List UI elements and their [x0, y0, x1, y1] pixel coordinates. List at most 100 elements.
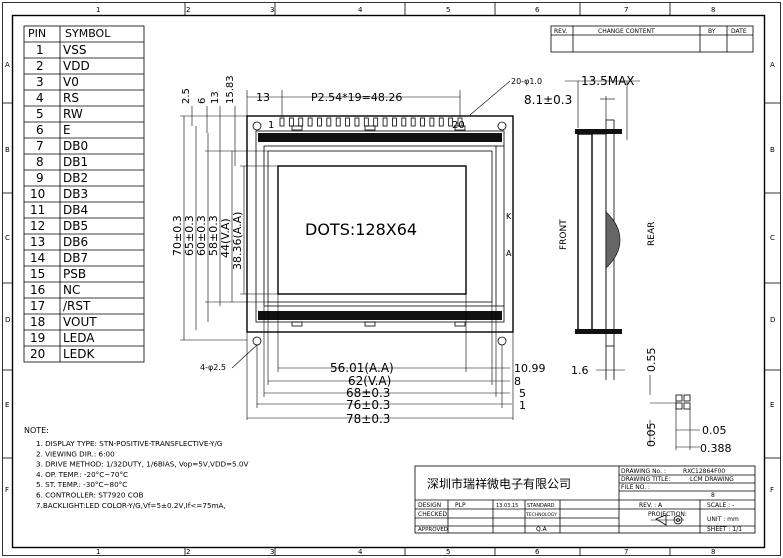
- col-label: 1: [96, 6, 100, 14]
- side-k-label: K: [506, 212, 512, 221]
- dim-60: 60±0.3: [195, 215, 208, 256]
- col-label: 6: [535, 6, 540, 14]
- dim-10-99: 10.99: [514, 362, 546, 375]
- pin-number: 19: [30, 331, 45, 345]
- frame-inner: [267, 150, 493, 303]
- note-item: 4. OP. TEMP.: -20°C~70°C: [36, 470, 128, 479]
- row-label: F: [5, 486, 9, 494]
- note-item: 6. CONTROLLER: ST7920 COB: [36, 491, 143, 500]
- pin-hole-note: 20-φ1.0: [511, 77, 542, 86]
- sheet-label: SHEET : 1/1: [707, 526, 742, 533]
- pin-number: 16: [30, 283, 45, 297]
- pin-symbol: V0: [63, 75, 79, 89]
- checked-label: CHECKED: [418, 511, 447, 518]
- dim-38: 38.36(A.A): [231, 212, 244, 270]
- dim-top-left: 13: [256, 91, 270, 104]
- col-label: 4: [358, 548, 363, 556]
- pin-number: 13: [30, 235, 45, 249]
- vertical-dims-top: 2.5 6 13 15.83: [181, 75, 236, 166]
- pin-symbol: DB3: [63, 187, 88, 201]
- side-a-label: A: [506, 249, 512, 258]
- dim-76: 76±0.3: [346, 398, 390, 412]
- pin-table-outline: [23, 25, 145, 363]
- title-block: 深圳市瑞祥微电子有限公司 DRAWING No. : RXC12864F00 D…: [414, 465, 756, 534]
- mount-hole: [497, 336, 507, 346]
- mount-hole: [497, 121, 507, 131]
- side-thickness: 13.5MAX: [581, 74, 635, 88]
- pin-symbol: DB4: [63, 203, 88, 217]
- pin-symbol: DB5: [63, 219, 88, 233]
- col-label: 4: [358, 6, 363, 14]
- dim-pitch: P2.54*19=48.26: [311, 91, 402, 104]
- pin-pad: [307, 117, 313, 127]
- pin-pad: [382, 117, 388, 127]
- row-label: C: [770, 234, 775, 242]
- bezel-outline: [255, 130, 505, 323]
- pin-symbol: NC: [63, 283, 80, 297]
- col-label: 7: [624, 6, 628, 14]
- row-label: D: [5, 316, 10, 324]
- pin-number: 8: [36, 155, 44, 169]
- dim-62: 62(V.A): [348, 374, 391, 388]
- inner-frame: [11, 14, 766, 549]
- pin-number: 5: [36, 107, 44, 121]
- design-date: 13.03.15: [496, 503, 518, 509]
- pin-number: 7: [36, 139, 44, 153]
- pin-symbol: DB0: [63, 139, 88, 153]
- pin-pad: [410, 117, 416, 127]
- projection-icon: [651, 514, 684, 526]
- row-label: C: [5, 234, 10, 242]
- cob-bump: [605, 211, 621, 269]
- pin-symbol: E: [63, 123, 71, 137]
- col-label: 6: [535, 548, 540, 556]
- pin-symbol: /RST: [63, 299, 91, 313]
- dim-44: 44(V.A): [219, 218, 232, 258]
- pin-number: 10: [30, 187, 45, 201]
- pin-pad: [354, 117, 360, 127]
- pin-number: 11: [30, 203, 45, 217]
- pin-top-dim: 0.55: [645, 348, 658, 373]
- pin-pad: [448, 117, 454, 127]
- viewing-area: [263, 145, 497, 307]
- pin-number: 4: [36, 91, 44, 105]
- dim-70: 70±0.3: [171, 215, 184, 256]
- mount-hole: [252, 121, 262, 131]
- standard-label: STANDARD: [527, 503, 555, 509]
- column-markers: 1 2 3 4 5 6 7 8 1 2 3 4 5 6 7 8: [96, 2, 715, 556]
- dim-68: 68±0.3: [346, 386, 390, 400]
- dim-v: 2.5: [181, 88, 192, 104]
- dim-1: 1: [519, 399, 526, 412]
- pin-symbol: RW: [63, 107, 83, 121]
- pin-number: 2: [36, 59, 44, 73]
- dim-56: 56.01(A.A): [330, 361, 394, 375]
- dim-v: 6: [197, 98, 208, 104]
- col-label: 8: [711, 548, 715, 556]
- file-no: 8: [711, 492, 715, 499]
- pin-first-label: 1: [268, 120, 274, 131]
- file-no-label: FILE NO. :: [621, 484, 650, 491]
- change-header: CHANGE CONTENT: [598, 28, 655, 35]
- row-label: E: [5, 401, 9, 409]
- design-value: PLP: [455, 502, 466, 509]
- mount-hole: [252, 336, 262, 346]
- col-label: 1: [96, 548, 100, 556]
- pixel-detail: 0.05 0.05 0.388: [645, 394, 732, 455]
- pin-number: 1: [36, 43, 44, 57]
- top-dimensions: 13 P2.54*19=48.26 20-φ1.0: [246, 77, 542, 116]
- pcb-outline: [246, 115, 514, 333]
- pin-symbol: LEDK: [63, 347, 96, 361]
- notes: NOTE: 1. DISPLAY TYPE: STN-POSITIVE-TRAN…: [24, 426, 248, 510]
- design-label: DESIGN: [418, 502, 441, 509]
- note-item: 5. ST. TEMP.: -30°C~80°C: [36, 480, 127, 489]
- note-item: 3. DRIVE METHOD: 1/32DUTY, 1/6BIAS, Vop=…: [36, 460, 248, 469]
- company-name: 深圳市瑞祥微电子有限公司: [427, 476, 571, 491]
- rear-label: REAR: [647, 222, 657, 246]
- side-glass: [591, 133, 607, 333]
- row-markers: A B C D E F A B C D E F: [2, 61, 781, 494]
- pin-number: 14: [30, 251, 45, 265]
- pin-symbol: VSS: [63, 43, 86, 57]
- col-label: 3: [270, 548, 274, 556]
- holes-label: 4-φ2.5: [200, 363, 226, 372]
